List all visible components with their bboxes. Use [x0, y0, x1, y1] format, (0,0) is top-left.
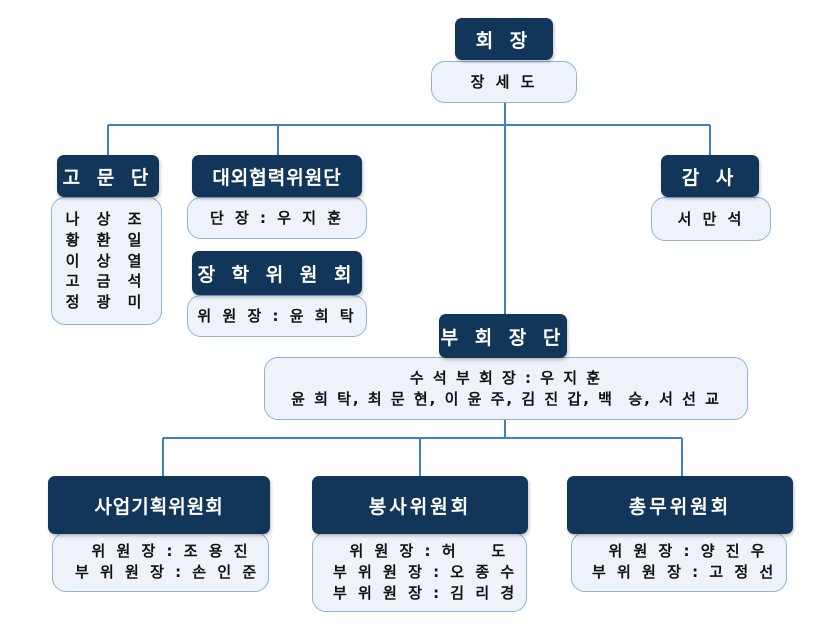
- chairman-name-box: 장 세 도: [431, 61, 577, 103]
- service-chair: 위 원 장 : 허 도: [333, 541, 509, 560]
- general-vice-chair: 부 위 원 장 : 고 정 선: [592, 563, 777, 581]
- chairman-header: 회 장: [455, 18, 553, 60]
- scholarship-header: 장 학 위 원 회: [192, 251, 362, 295]
- audit-header: 감 사: [661, 155, 759, 197]
- advisory-header: 고 문 단: [57, 155, 159, 197]
- advisory-member: 고 금 석: [65, 272, 148, 291]
- chairman-name: 장 세 도: [470, 72, 538, 91]
- cooperation-leader: 단 장 : 우 지 훈: [209, 208, 345, 227]
- advisory-members-box: 나 상 조 황 환 일 이 상 열 고 금 석 정 광 미: [51, 197, 162, 325]
- advisory-member: 정 광 미: [65, 293, 148, 312]
- service-header: 봉사위원회: [312, 476, 528, 534]
- scholarship-chair: 위 원 장 : 윤 희 탁: [197, 306, 357, 325]
- business-vice-chair: 부 위 원 장 : 손 인 준: [75, 563, 260, 581]
- vice-chief: 수 석 부 회 장 : 우 지 훈: [409, 368, 603, 387]
- vice-members-box: 수 석 부 회 장 : 우 지 훈 윤 희 탁, 최 문 현, 이 윤 주, 김…: [264, 357, 748, 420]
- general-members-box: 위 원 장 : 양 진 우 부 위 원 장 : 고 정 선: [571, 532, 787, 592]
- business-header: 사업기획위원회: [48, 476, 270, 534]
- service-vice-chair: 부 위 원 장 : 김 리 경: [333, 583, 518, 602]
- general-header: 총무위원회: [567, 476, 793, 534]
- general-chair: 위 원 장 : 양 진 우: [592, 542, 768, 560]
- cooperation-header: 대외협력위원단: [192, 155, 362, 197]
- vice-members: 윤 희 탁, 최 문 현, 이 윤 주, 김 진 갑, 백 승, 서 선 교: [291, 389, 721, 408]
- scholarship-chair-box: 위 원 장 : 윤 희 탁: [187, 295, 367, 337]
- advisory-member: 황 환 일: [65, 230, 148, 249]
- audit-name: 서 만 석: [677, 209, 745, 228]
- service-vice-chair: 부 위 원 장 : 오 종 수: [333, 562, 518, 581]
- cooperation-leader-box: 단 장 : 우 지 훈: [187, 197, 367, 239]
- business-members-box: 위 원 장 : 조 용 진 부 위 원 장 : 손 인 준: [52, 532, 269, 592]
- business-chair: 위 원 장 : 조 용 진: [75, 542, 251, 560]
- vice-header: 부 회 장 단: [439, 314, 567, 358]
- advisory-member: 나 상 조: [65, 210, 148, 229]
- audit-name-box: 서 만 석: [651, 197, 771, 241]
- advisory-member: 이 상 열: [65, 251, 148, 270]
- service-members-box: 위 원 장 : 허 도 부 위 원 장 : 오 종 수 부 위 원 장 : 김 …: [312, 532, 527, 612]
